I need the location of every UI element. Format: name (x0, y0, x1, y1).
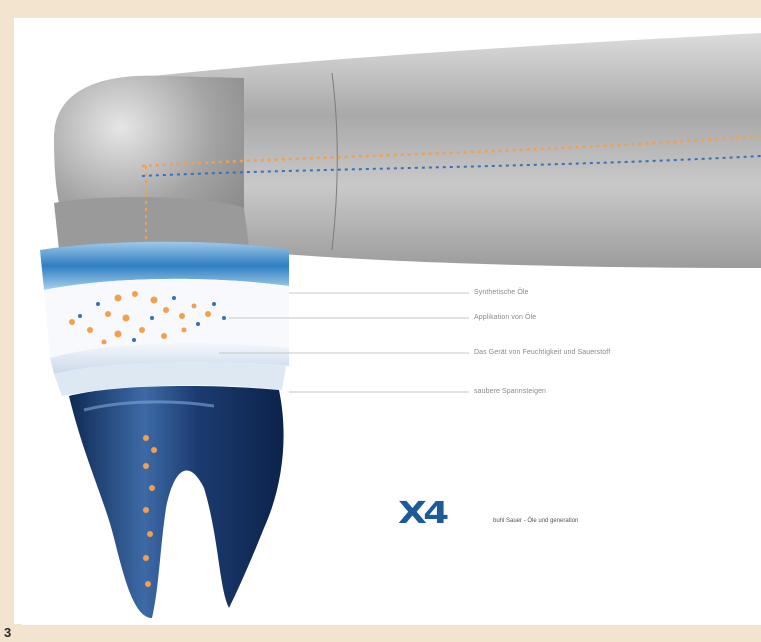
callout-label-4: saubere Spannsteigen (474, 388, 546, 395)
callout-label-3: Das Gerät von Feuchtigkeit und Sauerstof… (474, 349, 610, 356)
brand-tagline: buhl Sauer - Öle und generation (493, 518, 578, 524)
dental-handpiece-illustration (14, 18, 761, 625)
callout-label-2: Applikation von Öle (474, 314, 536, 321)
callout-label-1: Synthetische Öle (474, 289, 529, 296)
brand-logo: X4 (398, 496, 446, 531)
tooth (69, 386, 284, 618)
illustration-panel: Synthetische Öle Applikation von Öle Das… (14, 18, 761, 625)
page-number: 3 (0, 624, 22, 642)
